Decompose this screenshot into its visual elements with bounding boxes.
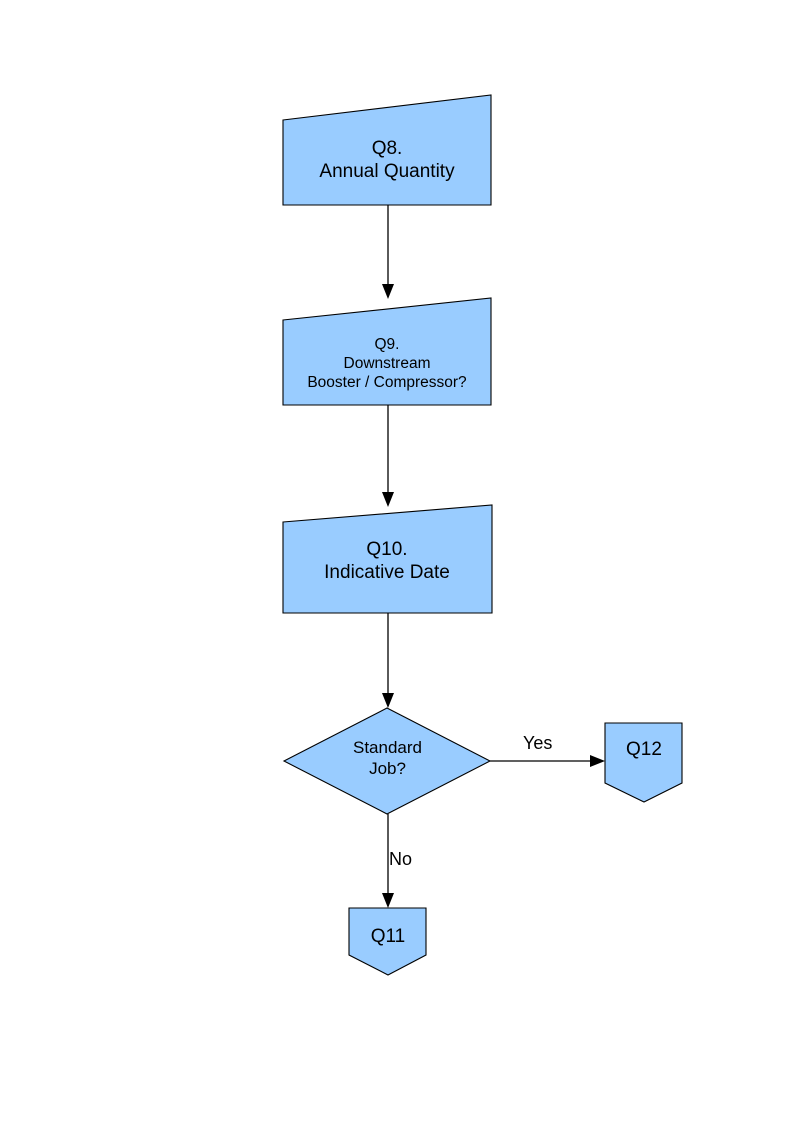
node-q11-shape[interactable]: [348, 907, 427, 976]
edge-label-no: No: [389, 849, 413, 869]
edge-decision-q12-arrowhead: [590, 755, 605, 767]
edge-label-yes: Yes: [523, 733, 553, 753]
node-q9-shape[interactable]: [282, 297, 492, 406]
edge-q9-q10-arrowhead: [382, 492, 394, 507]
edge-q10-decision-arrowhead: [382, 693, 394, 708]
node-decision-shape[interactable]: [282, 707, 492, 815]
node-q10-shape[interactable]: [282, 504, 493, 614]
edge-decision-q11-arrowhead: [382, 893, 394, 908]
node-q12-shape[interactable]: [604, 722, 683, 803]
node-q8-shape[interactable]: [282, 94, 492, 206]
edge-q8-q9-arrowhead: [382, 284, 394, 299]
